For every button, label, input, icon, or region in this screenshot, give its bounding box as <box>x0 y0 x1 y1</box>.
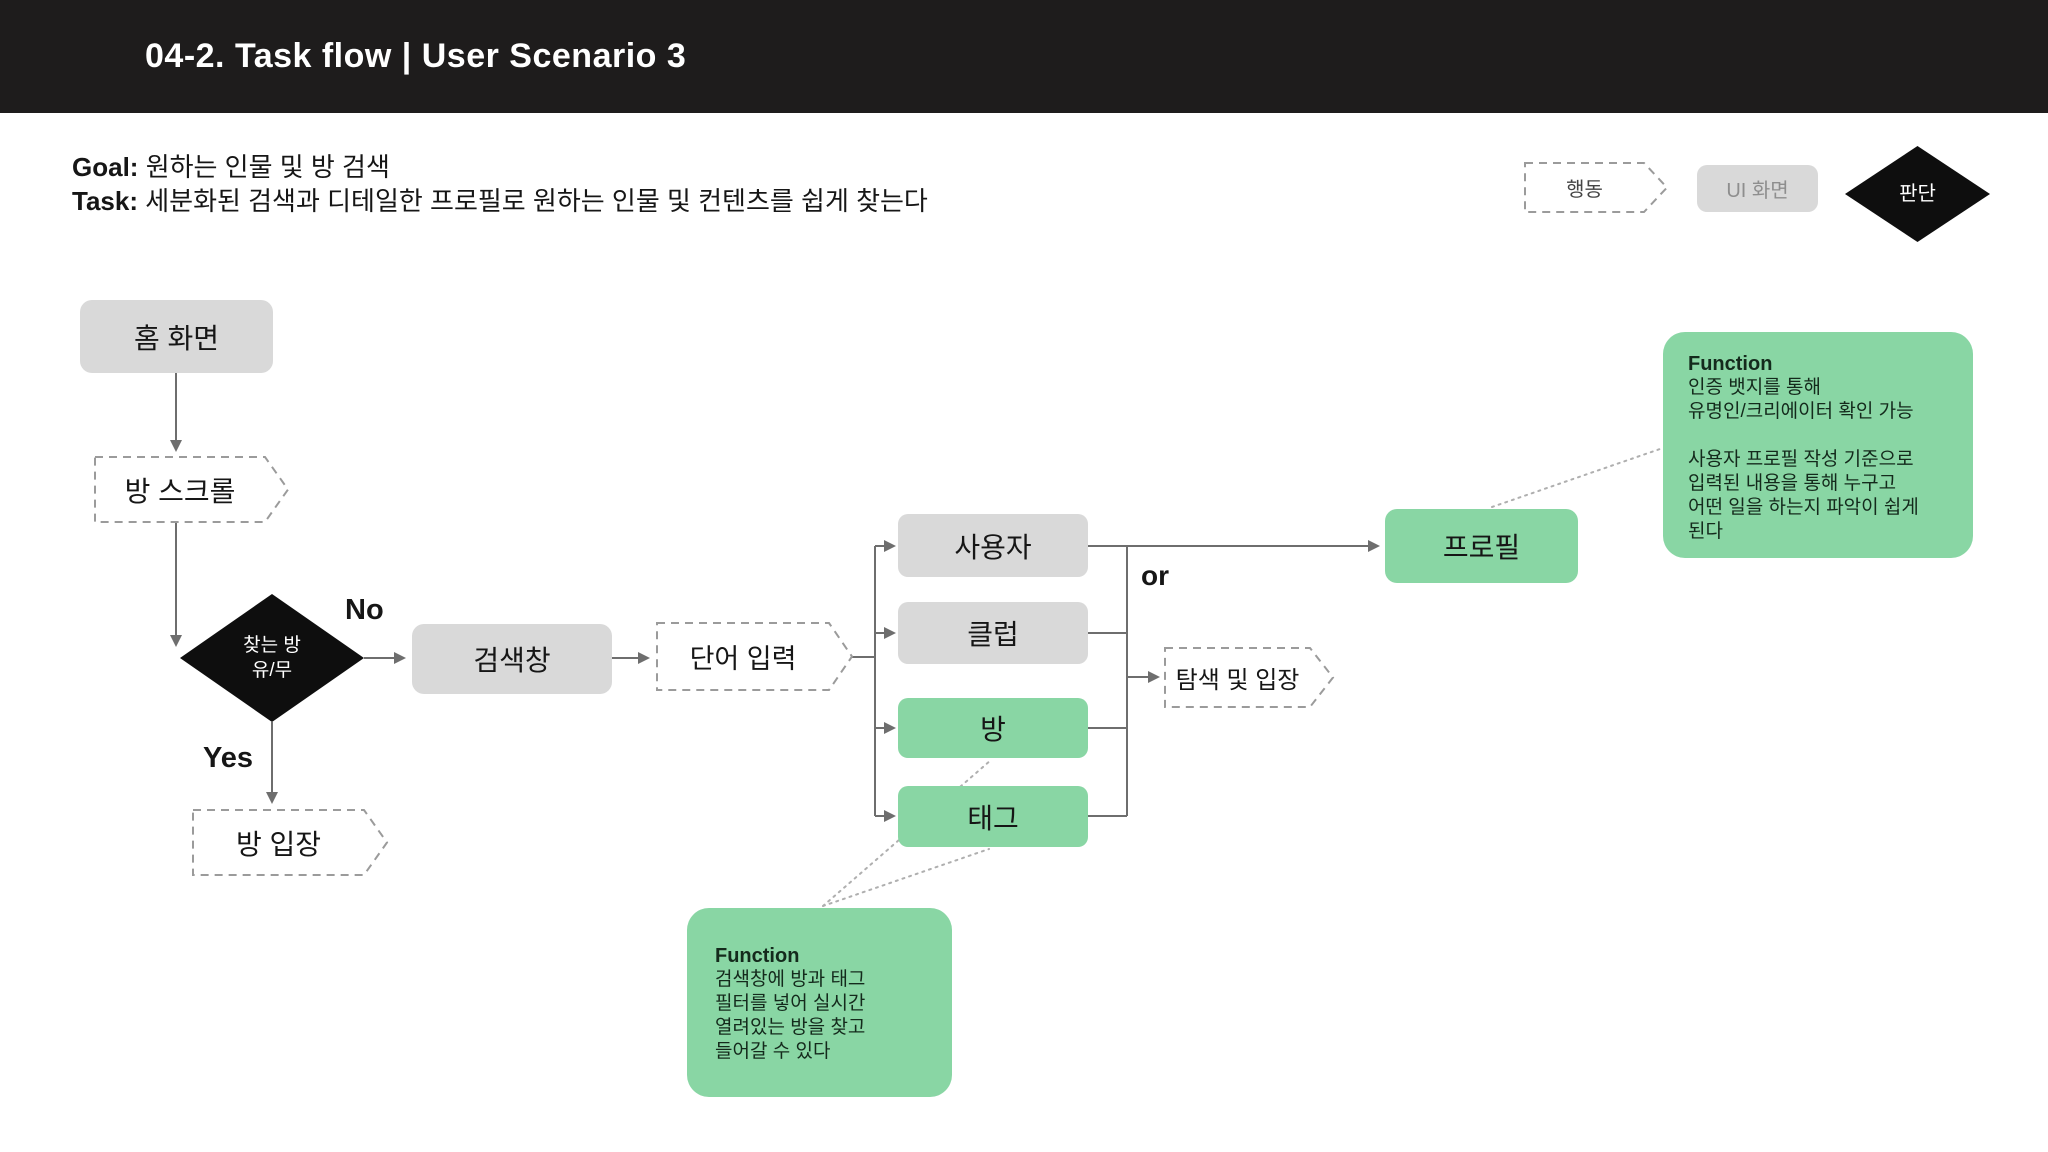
callout-text-line: 필터를 넣어 실시간 <box>715 993 866 1014</box>
legend-ui-screen: UI 화면 <box>1697 165 1818 212</box>
room-enter-shape <box>192 809 389 876</box>
callout-text-line: 입력된 내용을 통해 누구고 <box>1688 473 1897 494</box>
callout-text-line: 어떤 일을 하는지 파악이 쉽게 <box>1688 497 1919 518</box>
dotted-link-searchfn-tag <box>822 848 990 907</box>
task-line: Task: 세분화된 검색과 디테일한 프로필로 원하는 인물 및 컨텐츠를 쉽… <box>72 184 928 218</box>
explore-enter-shape <box>1164 647 1335 708</box>
goal-task-block: Goal: 원하는 인물 및 방 검색 Task: 세분화된 검색과 디테일한 … <box>72 150 928 218</box>
node-explore-enter: 탐색 및 입장 <box>1175 667 1300 694</box>
decision-room-found: 찾는 방 유/무 <box>180 594 364 722</box>
goal-label: Goal: <box>72 152 139 182</box>
callout-title: Function <box>1688 353 1773 375</box>
legend-decision-shape <box>1845 146 1990 242</box>
goal-text: 원하는 인물 및 방 검색 <box>145 152 390 182</box>
callout-text-line: 열려있는 방을 찾고 <box>715 1017 866 1038</box>
callout-text-line: 검색창에 방과 태그 <box>715 969 866 990</box>
label-or: or <box>1141 560 1169 591</box>
node-profile: 프로필 <box>1385 509 1578 583</box>
label-no: No <box>345 594 384 626</box>
word-input-shape <box>656 622 854 691</box>
title-bar: 04-2. Task flow | User Scenario 3 <box>0 0 2048 113</box>
legend-decision-label: 판단 <box>1899 182 1936 205</box>
node-room-enter: 방 입장 <box>235 828 322 860</box>
task-label: Task: <box>72 186 138 216</box>
node-word-input: 단어 입력 <box>689 644 797 674</box>
legend-action-label: 행동 <box>1566 179 1603 201</box>
callout-text-line: 유명인/크리에이터 확인 가능 <box>1688 401 1914 422</box>
callout-profile-function: Function 인증 뱃지를 통해 유명인/크리에이터 확인 가능 사용자 프… <box>1663 332 1973 558</box>
node-club: 클럽 <box>898 602 1088 664</box>
callout-title: Function <box>715 945 800 967</box>
node-room-scroll: 방 스크롤 <box>124 475 236 507</box>
node-tag: 태그 <box>898 786 1088 847</box>
decision-diamond-shape <box>180 594 364 722</box>
task-text: 세분화된 검색과 디테일한 프로필로 원하는 인물 및 컨텐츠를 쉽게 찾는다 <box>145 186 928 216</box>
legend-action-shape <box>1524 162 1669 213</box>
decision-line1: 찾는 방 <box>243 635 301 656</box>
decision-line2: 유/무 <box>251 660 293 681</box>
node-home-screen: 홈 화면 <box>80 300 273 373</box>
page-title: 04-2. Task flow | User Scenario 3 <box>145 37 687 75</box>
label-yes: Yes <box>203 742 253 774</box>
callout-search-function: Function 검색창에 방과 태그 필터를 넣어 실시간 열려있는 방을 찾… <box>687 908 952 1097</box>
node-search-bar: 검색창 <box>412 624 612 694</box>
callout-text-line: 들어갈 수 있다 <box>715 1041 831 1062</box>
callout-text-line <box>1688 424 1959 448</box>
room-scroll-shape <box>94 456 290 523</box>
callout-text-line: 인증 뱃지를 통해 <box>1688 377 1821 398</box>
dotted-link-profilefn-profile <box>1491 448 1661 508</box>
callout-text-line: 된다 <box>1688 521 1723 542</box>
node-user: 사용자 <box>898 514 1088 577</box>
node-room: 방 <box>898 698 1088 758</box>
callout-text-line: 사용자 프로필 작성 기준으로 <box>1688 449 1914 470</box>
goal-line: Goal: 원하는 인물 및 방 검색 <box>72 150 928 184</box>
